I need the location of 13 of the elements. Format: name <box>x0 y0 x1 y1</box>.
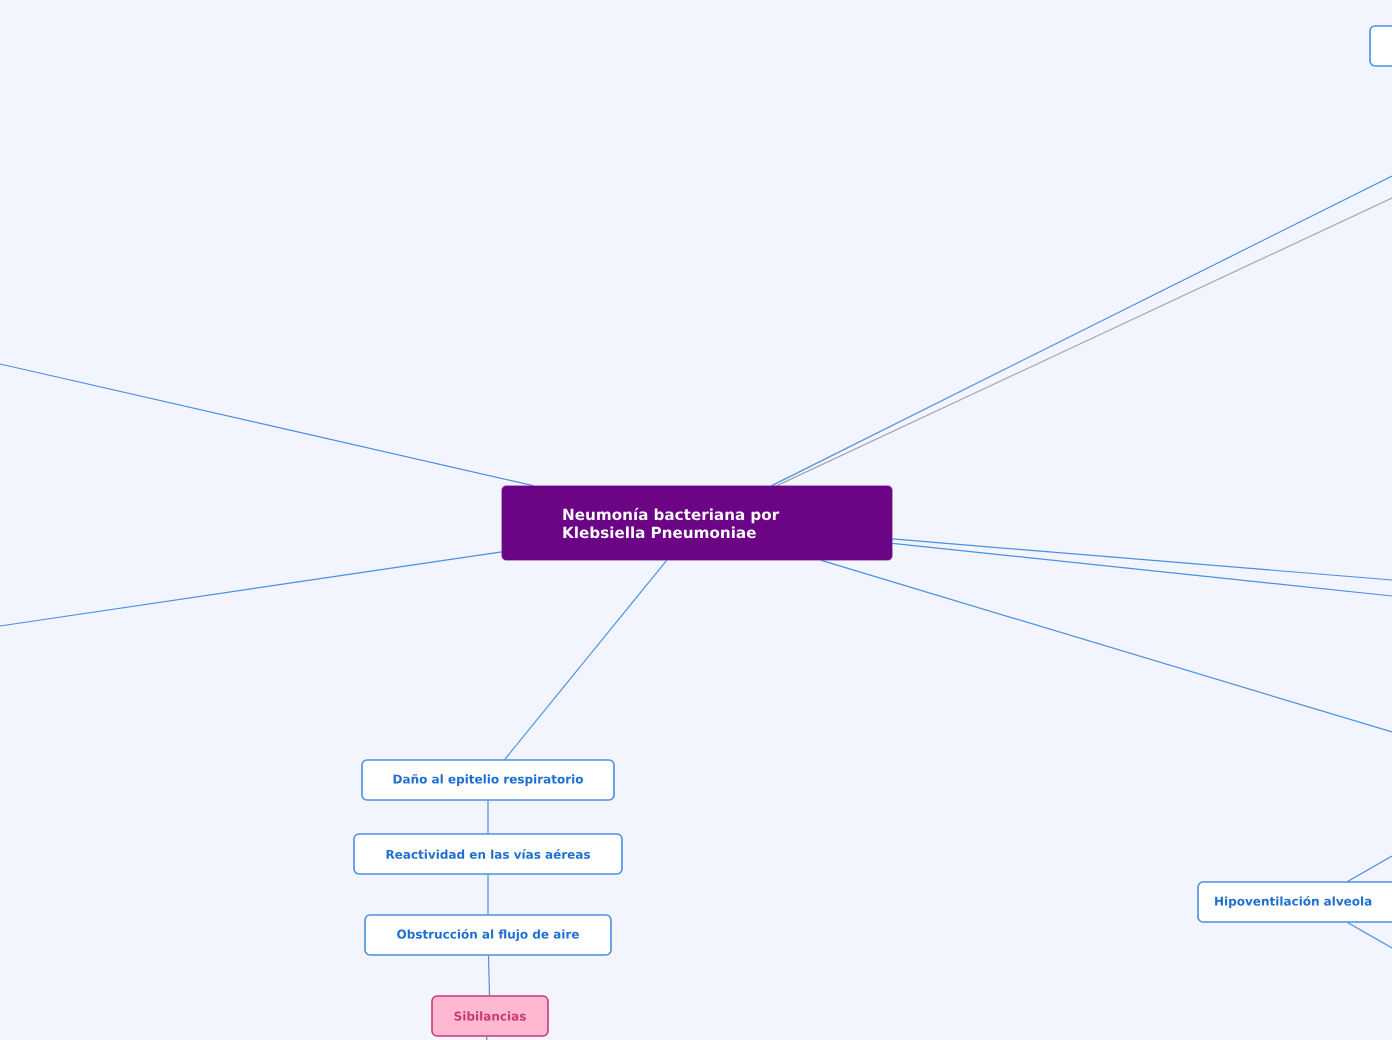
connector-line <box>891 538 1392 581</box>
connector-line <box>487 954 491 997</box>
subtopic-box <box>1369 25 1392 67</box>
connector-line <box>1346 921 1392 949</box>
connector-line <box>891 542 1392 597</box>
connector-line <box>820 559 1392 733</box>
connector-line <box>0 551 503 627</box>
connector-line <box>487 873 489 916</box>
connector-line <box>0 363 534 487</box>
connector-line <box>1346 855 1392 883</box>
connector-line <box>504 559 668 761</box>
connector-line <box>487 799 489 835</box>
connector-line <box>485 1035 488 1040</box>
